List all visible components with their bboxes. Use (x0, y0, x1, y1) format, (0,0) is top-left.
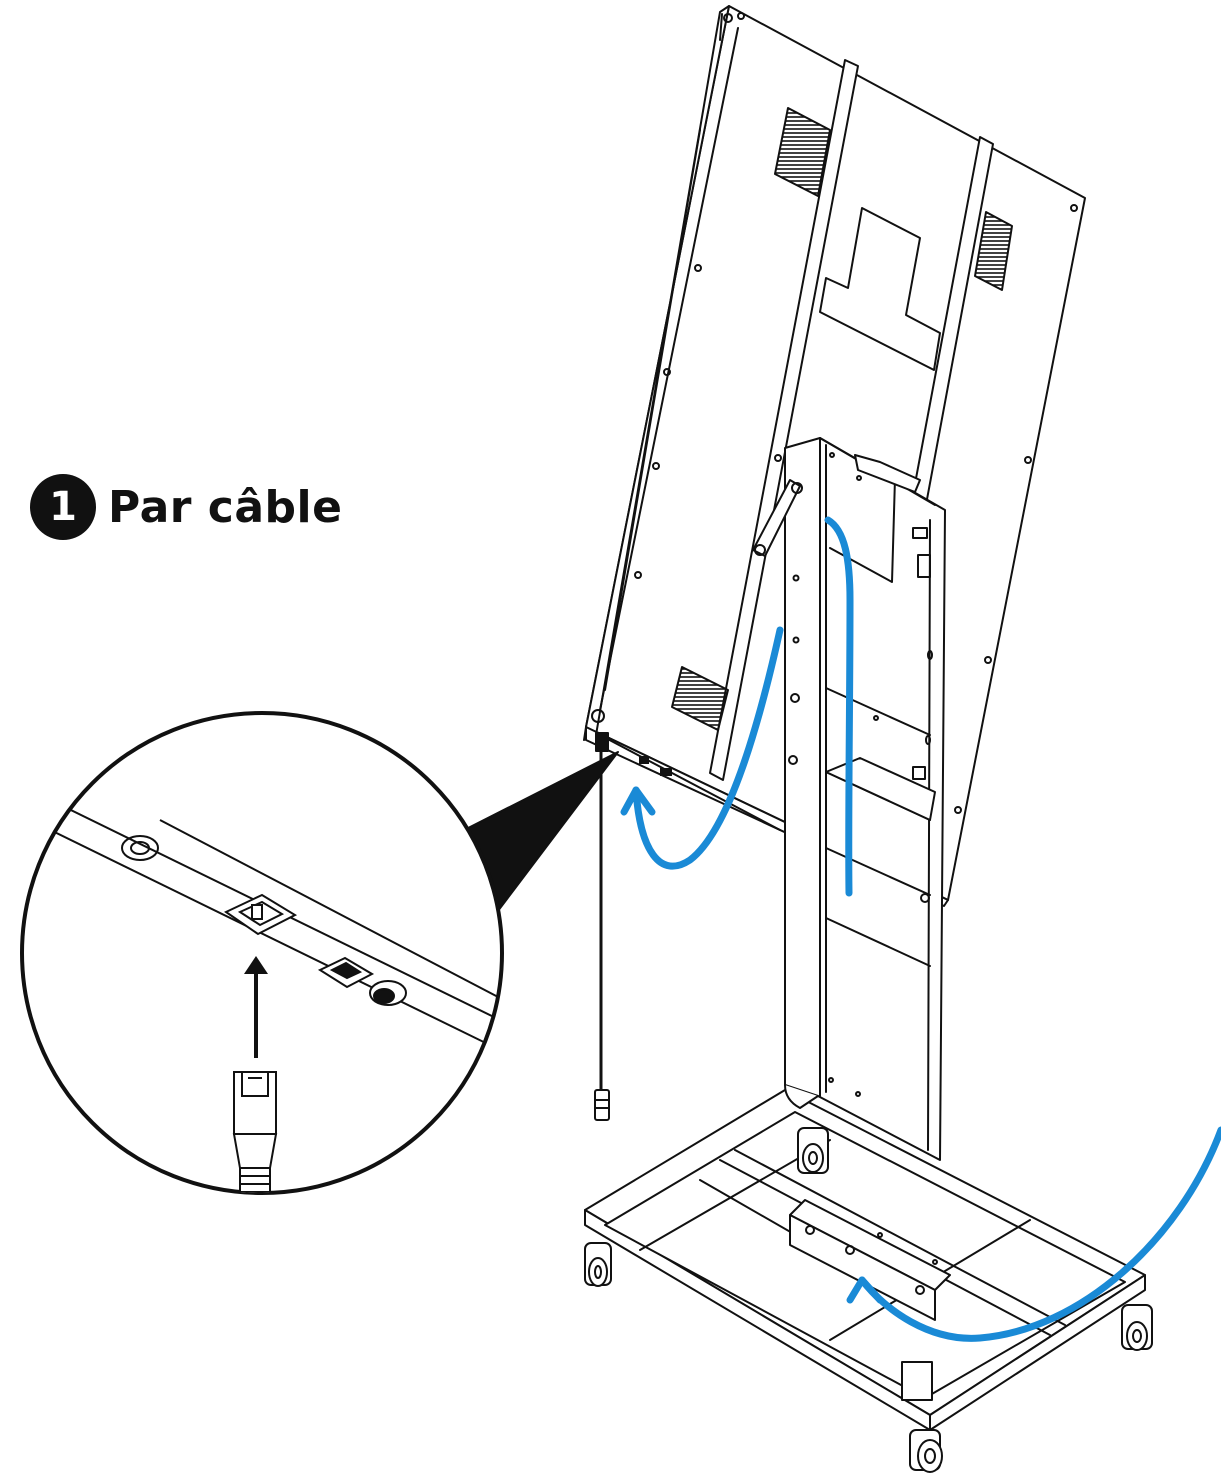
ethernet-port-icon (224, 893, 298, 936)
ethernet-cable-route (620, 516, 1221, 1342)
power-socket-icon (369, 980, 407, 1006)
step-title: Par câble (108, 481, 343, 533)
power-cable (594, 732, 610, 1121)
rj45-connector-icon (232, 1071, 278, 1193)
usb-b-port-icon (317, 956, 375, 989)
step-heading: 1 Par câble (30, 472, 342, 542)
step-number-badge: 1 (30, 474, 96, 540)
caster-wheel-icon (909, 1429, 943, 1473)
caster-wheel-icon (797, 1127, 829, 1174)
caster-wheel-icon (1121, 1304, 1153, 1351)
caster-wheel-icon (584, 1242, 612, 1287)
zoom-detail (20, 711, 504, 1195)
stand-column (752, 437, 946, 1161)
